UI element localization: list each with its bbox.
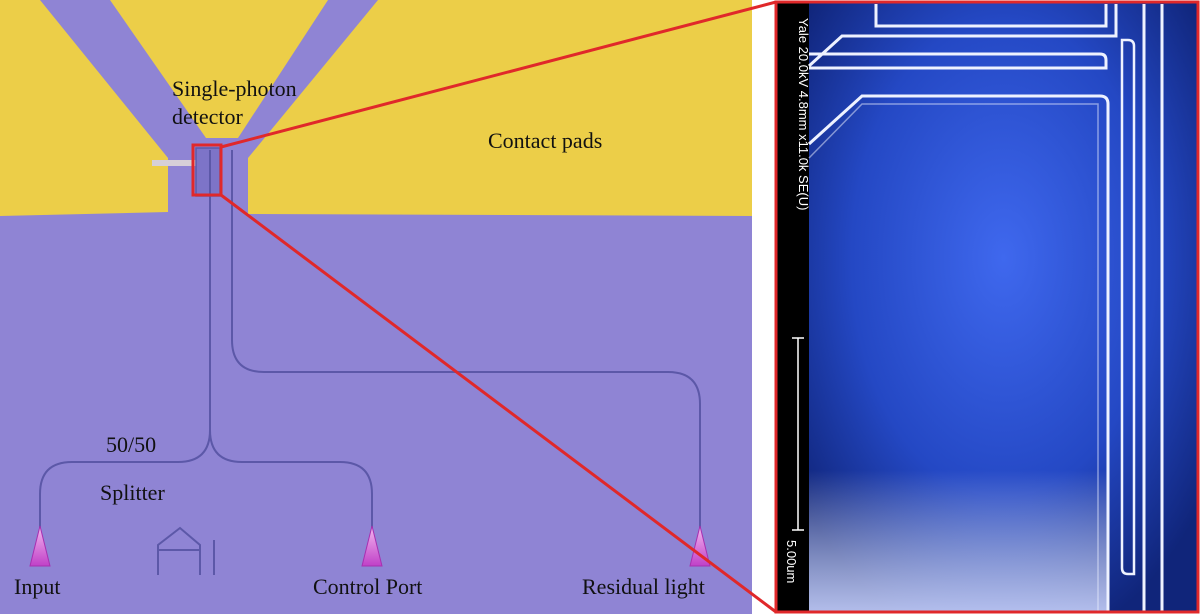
detector-label-line1: Single-photon [172,76,297,101]
zoom-connector-lines [220,0,777,614]
residual-light-grating-coupler [689,525,711,567]
detector-nanowire [152,147,221,197]
contact-pads-label: Contact pads [488,128,602,153]
splitter-ratio-label: 50/50 [106,432,156,457]
optical-micrograph: Single-photon detector Contact pads 50/5… [0,0,752,614]
zoom-highlight-box [191,143,223,197]
sem-scale-bar [792,337,804,531]
control-port-grating-coupler [361,525,383,567]
sem-nanowire-traces [807,4,1164,612]
waveguides [39,150,701,528]
control-port-label: Control Port [313,574,422,599]
sem-image: Yale 20.0kV 4.8mm x11.0k SE(U) 5.00um [774,0,1200,614]
sem-info-text: Yale 20.0kV 4.8mm x11.0k SE(U) [796,18,811,210]
detector-label-line2: detector [172,104,244,129]
splitter-label: Splitter [100,480,165,505]
sem-bottom-glow [809,470,1109,612]
sem-info-bar [776,2,809,612]
sem-scale-text: 5.00um [784,540,799,583]
alignment-mark-logo [157,526,215,575]
sem-frame [774,0,1200,614]
input-grating-coupler [29,525,51,567]
input-label: Input [14,574,60,599]
residual-light-label: Residual light [582,574,705,599]
